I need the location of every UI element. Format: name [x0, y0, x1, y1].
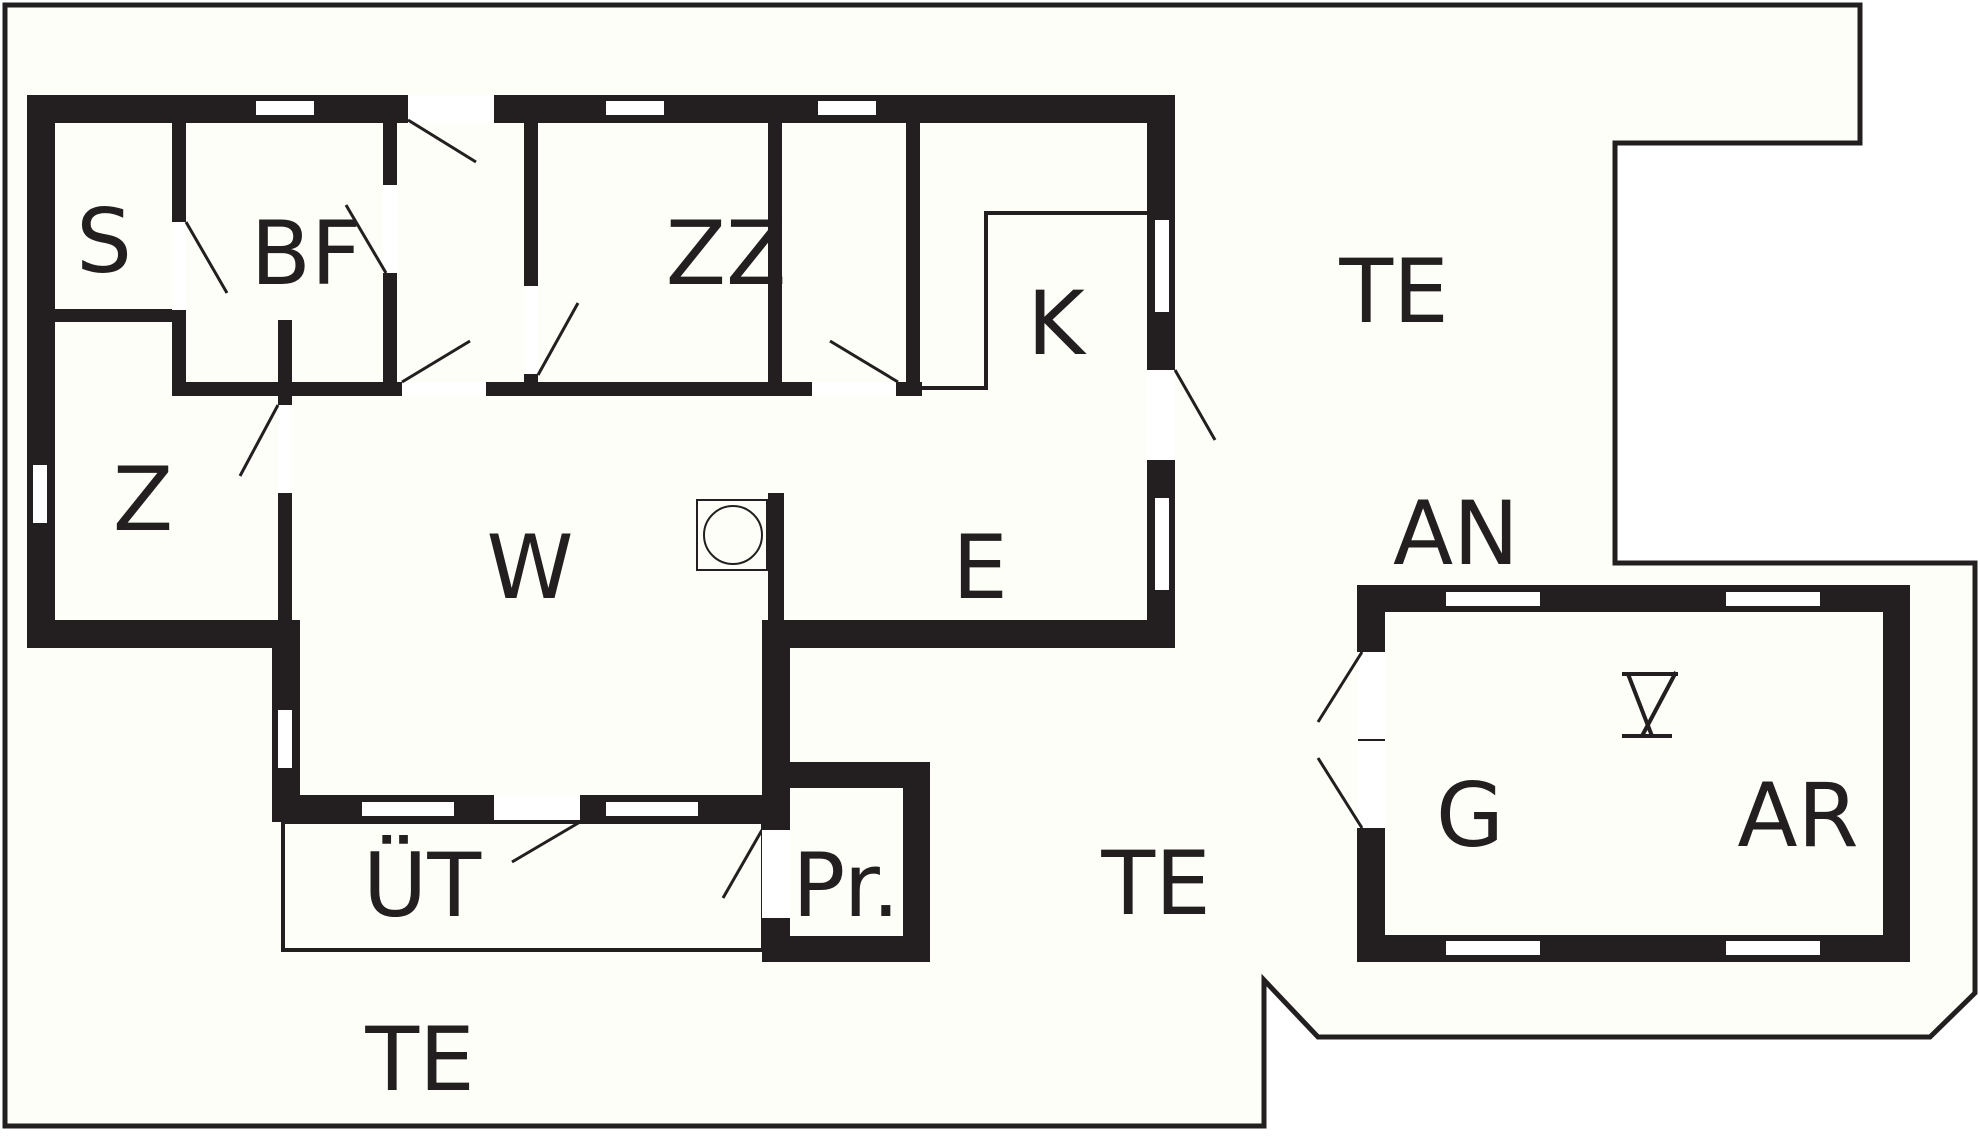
room-label-g: G [1436, 764, 1504, 867]
room-label-e: E [952, 516, 1008, 619]
room-label-z: Z [113, 448, 173, 551]
terrace-label-top: TE [1338, 240, 1448, 343]
room-label-w: W [486, 516, 573, 619]
room-label-ar: AR [1737, 764, 1858, 867]
room-label-pr: Pr. [792, 834, 900, 937]
stair-icon [1622, 671, 1678, 738]
kitchen-partition [922, 211, 1147, 390]
room-label-bf: BF [251, 202, 362, 305]
house-windows [33, 95, 1175, 822]
room-label-zz: ZZ [666, 202, 787, 305]
room-label-k: K [1027, 272, 1087, 375]
room-label-ut: ÜT [363, 834, 482, 937]
terrace-label-mid: TE [1100, 832, 1210, 935]
terrace-label-bottom: TE [364, 1008, 474, 1111]
garage-walls [1316, 585, 1910, 962]
door-swings [184, 118, 1217, 899]
room-label-s: S [76, 190, 132, 293]
room-label-an: AN [1393, 482, 1519, 585]
annex-walls [281, 762, 930, 962]
chimney-icon [696, 499, 768, 571]
